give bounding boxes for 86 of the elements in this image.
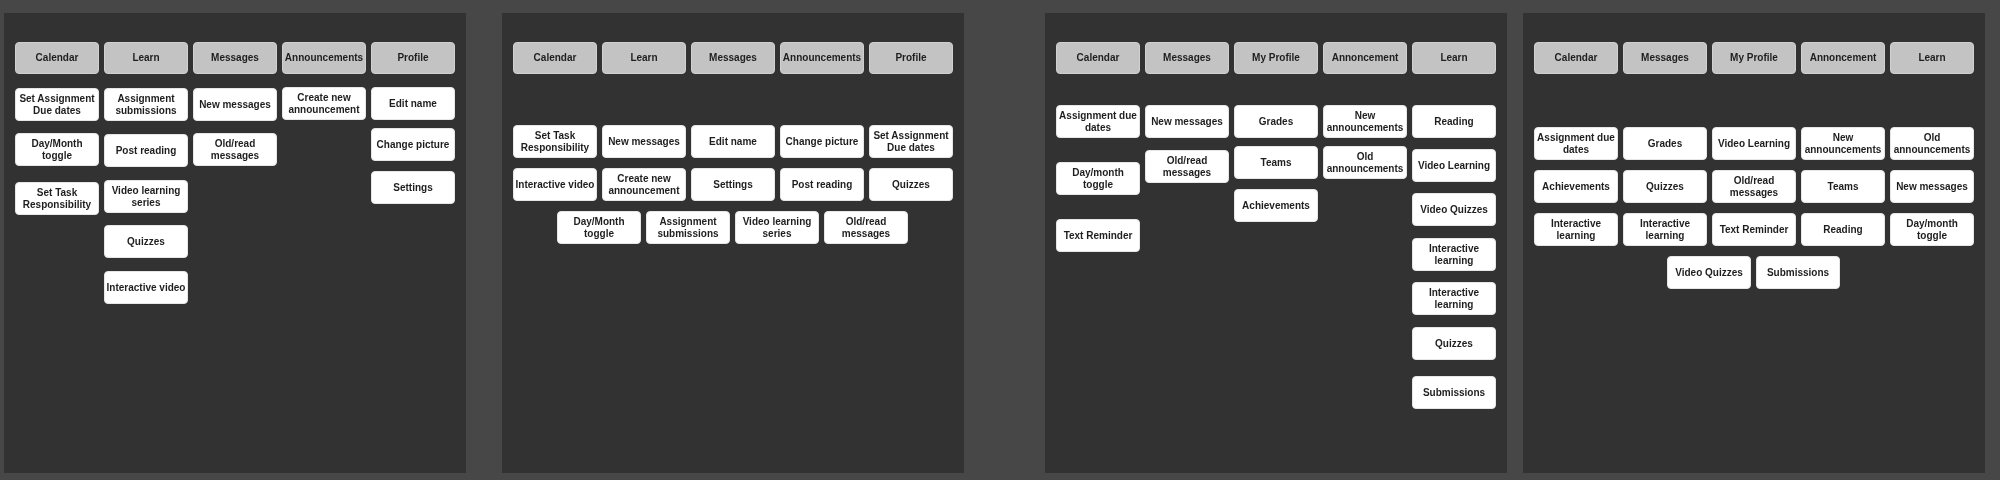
topic-card: Post reading xyxy=(780,168,864,201)
topic-card: Change picture xyxy=(371,128,455,161)
category-card: Learn xyxy=(602,42,686,74)
topic-card: Edit name xyxy=(371,87,455,120)
category-card: Messages xyxy=(1623,42,1707,74)
topic-card: Assignment due dates xyxy=(1534,127,1618,160)
topic-card: Quizzes xyxy=(1623,170,1707,203)
topic-card: Assignment submissions xyxy=(104,88,188,121)
category-card: My Profile xyxy=(1712,42,1796,74)
topic-card: Change picture xyxy=(780,125,864,158)
topic-card: Quizzes xyxy=(104,225,188,258)
category-card: Profile xyxy=(869,42,953,74)
topic-card: Old announcements xyxy=(1323,146,1407,179)
topic-card: Set Assignment Due dates xyxy=(15,88,99,121)
topic-card: Teams xyxy=(1801,170,1885,203)
category-card: Learn xyxy=(1890,42,1974,74)
category-card: Profile xyxy=(371,42,455,74)
topic-card: New messages xyxy=(1145,105,1229,138)
topic-card: Grades xyxy=(1623,127,1707,160)
topic-card: Grades xyxy=(1234,105,1318,138)
topic-card: Achievements xyxy=(1534,170,1618,203)
sorting-board xyxy=(1045,13,1507,473)
sorting-board xyxy=(1523,13,1985,473)
topic-card: Quizzes xyxy=(869,168,953,201)
topic-card: Create new announcement xyxy=(282,87,366,120)
category-card: Calendar xyxy=(1534,42,1618,74)
topic-card: Create new announcement xyxy=(602,168,686,201)
sorting-board xyxy=(4,13,466,473)
topic-card: Text Reminder xyxy=(1712,213,1796,246)
topic-card: Settings xyxy=(371,171,455,204)
topic-card: Text Reminder xyxy=(1056,219,1140,252)
topic-card: Old/read messages xyxy=(824,211,908,244)
topic-card: Video Learning xyxy=(1712,127,1796,160)
topic-card: New announcements xyxy=(1323,105,1407,138)
category-card: Learn xyxy=(1412,42,1496,74)
topic-card: New messages xyxy=(193,88,277,121)
topic-card: Video Learning xyxy=(1412,149,1496,182)
topic-card: Interactive learning xyxy=(1534,213,1618,246)
topic-card: Assignment submissions xyxy=(646,211,730,244)
sorting-board xyxy=(502,13,964,473)
topic-card: Interactive learning xyxy=(1623,213,1707,246)
category-card: Announcements xyxy=(282,42,366,74)
topic-card: Interactive video xyxy=(513,168,597,201)
topic-card: Reading xyxy=(1801,213,1885,246)
topic-card: Quizzes xyxy=(1412,327,1496,360)
topic-card: Old announcements xyxy=(1890,127,1974,160)
topic-card: Reading xyxy=(1412,105,1496,138)
topic-card: Old/read messages xyxy=(1145,150,1229,183)
topic-card: Edit name xyxy=(691,125,775,158)
topic-card: New messages xyxy=(602,125,686,158)
topic-card: Interactive learning xyxy=(1412,282,1496,315)
topic-card: Day/month toggle xyxy=(1890,213,1974,246)
topic-card: Day/Month toggle xyxy=(557,211,641,244)
topic-card: Old/read messages xyxy=(193,133,277,166)
topic-card: Assignment due dates xyxy=(1056,105,1140,138)
topic-card: Set Task Responsibility xyxy=(15,182,99,215)
category-card: Calendar xyxy=(513,42,597,74)
topic-card: New messages xyxy=(1890,170,1974,203)
category-card: Calendar xyxy=(1056,42,1140,74)
topic-card: Video learning series xyxy=(104,180,188,213)
category-card: Learn xyxy=(104,42,188,74)
topic-card: Teams xyxy=(1234,146,1318,179)
category-card: Messages xyxy=(1145,42,1229,74)
category-card: Messages xyxy=(691,42,775,74)
category-card: Calendar xyxy=(15,42,99,74)
topic-card: Interactive learning xyxy=(1412,238,1496,271)
topic-card: Interactive video xyxy=(104,271,188,304)
category-card: Annoncement xyxy=(1801,42,1885,74)
topic-card: Submissions xyxy=(1412,376,1496,409)
topic-card: Post reading xyxy=(104,134,188,167)
topic-card: Set Assignment Due dates xyxy=(869,125,953,158)
category-card: My Profile xyxy=(1234,42,1318,74)
topic-card: Video Quizzes xyxy=(1667,256,1751,289)
topic-card: New announcements xyxy=(1801,127,1885,160)
topic-card: Video learning series xyxy=(735,211,819,244)
category-card: Annoncement xyxy=(1323,42,1407,74)
topic-card: Settings xyxy=(691,168,775,201)
topic-card: Video Quizzes xyxy=(1412,193,1496,226)
category-card: Messages xyxy=(193,42,277,74)
category-card: Announcements xyxy=(780,42,864,74)
topic-card: Day/Month toggle xyxy=(15,133,99,166)
topic-card: Day/month toggle xyxy=(1056,162,1140,195)
topic-card: Achievements xyxy=(1234,189,1318,222)
topic-card: Set Task Responsibility xyxy=(513,125,597,158)
topic-card: Old/read messages xyxy=(1712,170,1796,203)
topic-card: Submissions xyxy=(1756,256,1840,289)
